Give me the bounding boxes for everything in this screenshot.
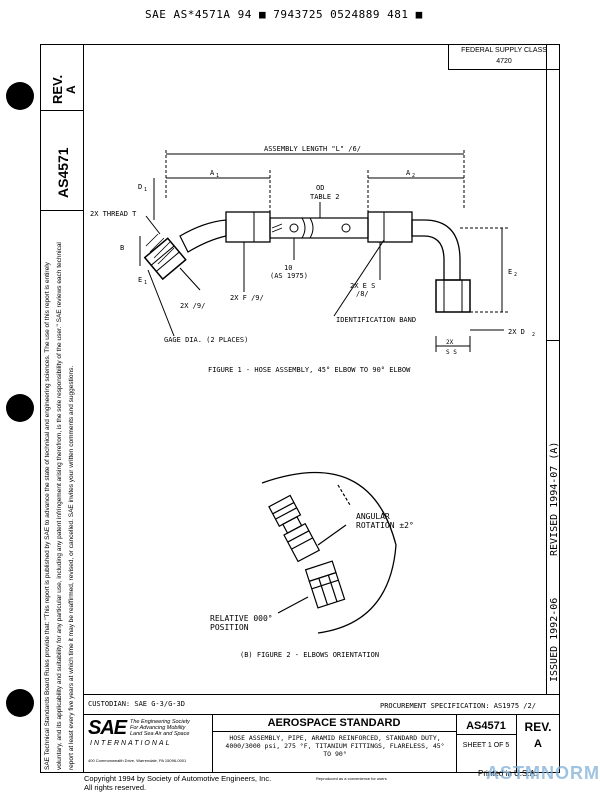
punch-hole-middle bbox=[6, 394, 34, 422]
fig1-a2-label: A bbox=[406, 169, 411, 177]
fig1-e2-sub: 2 bbox=[514, 272, 517, 278]
fig1-e2-label: E bbox=[508, 268, 512, 276]
fig2-lower-nut bbox=[308, 571, 346, 609]
punch-hole-top bbox=[6, 82, 34, 110]
figure2-caption: (B) FIGURE 2 - ELBOWS ORIENTATION bbox=[240, 651, 380, 659]
standard-title: AEROSPACE STANDARD bbox=[267, 717, 401, 729]
left-strip-doc-number: AS4571 bbox=[55, 147, 71, 198]
fig1-s-dim2: S S bbox=[446, 349, 457, 356]
fig1-a1-sub: 1 bbox=[216, 173, 219, 179]
punch-hole-bottom bbox=[6, 689, 34, 717]
title-block-row-divider bbox=[83, 714, 560, 715]
fig1-e1-label: E bbox=[138, 276, 142, 284]
fig1-marker9: 2X /9/ bbox=[180, 302, 205, 310]
title-block-col-2 bbox=[456, 714, 457, 772]
sae-tagline-2: For Advancing Mobility bbox=[130, 725, 186, 731]
fig1-right-socket bbox=[367, 211, 413, 243]
fig1-hose-mark-2 bbox=[341, 223, 351, 233]
revised-date: REVISED 1994-07 (A) bbox=[549, 441, 560, 556]
copyright-line-1: Copyright 1994 by Society of Automotive … bbox=[84, 774, 272, 783]
fig1-e6-note: /8/ bbox=[356, 290, 369, 298]
standard-description: HOSE ASSEMBLY, PIPE, ARAMID REINFORCED, … bbox=[225, 734, 445, 758]
title-rev-value: A bbox=[534, 738, 542, 750]
title-block-top bbox=[83, 694, 560, 695]
figure2-drawing: ANGULAR ROTATION ±2° RELATIVE 000° POSIT… bbox=[210, 471, 414, 634]
title-block-col-3 bbox=[516, 714, 517, 772]
fig1-od-label: OD bbox=[316, 184, 324, 192]
fig1-d2-label: 2X D bbox=[508, 328, 525, 336]
fig2-lower-collar bbox=[304, 560, 337, 582]
fig1-ref10-spec: (AS 1975) bbox=[270, 272, 308, 280]
federal-supply-value: 4720 bbox=[496, 58, 512, 65]
fig1-e1-sub: 1 bbox=[144, 280, 147, 286]
header-code-line: SAE AS*4571A 94 ■ 7943725 0524889 481 ■ bbox=[145, 8, 423, 21]
figure1-drawing: ASSEMBLY LENGTH "L" /6/ A 1 A 2 D 1 OD T… bbox=[90, 145, 535, 356]
frame-right-border bbox=[559, 44, 560, 772]
fig1-left-nut bbox=[143, 237, 187, 281]
title-doc-number: AS4571 bbox=[466, 720, 506, 732]
fig1-right-nut bbox=[435, 279, 471, 313]
fig1-s-dim: 2X bbox=[446, 339, 454, 346]
sae-tagline-1: The Engineering Society bbox=[130, 719, 190, 725]
title-block-title-divider bbox=[212, 731, 456, 732]
fig1-d2-sub: 2 bbox=[532, 332, 535, 338]
frame-inner-left-border bbox=[83, 44, 84, 772]
federal-supply-label: FEDERAL SUPPLY CLASS bbox=[461, 47, 547, 54]
custodian-text: CUSTODIAN: SAE G-3/G-3D bbox=[88, 700, 185, 708]
fig2-upper-socket bbox=[283, 522, 321, 563]
left-strip-divider-2 bbox=[40, 210, 83, 211]
fig1-left-socket bbox=[225, 211, 271, 243]
fig1-hose bbox=[269, 217, 369, 239]
left-strip-rev-label: REV. bbox=[50, 74, 65, 104]
sae-logo: SAE bbox=[88, 717, 127, 739]
fig1-d1-label: D bbox=[138, 183, 142, 191]
frame-right-inner-border bbox=[546, 44, 547, 694]
fig2-relative-label: RELATIVE 000° bbox=[210, 614, 273, 623]
fig1-left-elbow-tube bbox=[179, 219, 227, 253]
frame-left-border bbox=[40, 44, 41, 772]
sae-tagline-3: Land Sea Air and Space bbox=[130, 731, 190, 737]
copyright-line-2: All rights reserved. bbox=[84, 783, 147, 792]
fig1-d1-sub: 1 bbox=[144, 187, 147, 193]
issued-date: ISSUED 1992-06 bbox=[549, 597, 560, 682]
fig1-thread-label: 2X THREAD T bbox=[90, 210, 137, 218]
fig1-a1-label: A bbox=[210, 169, 215, 177]
title-block-sheet-divider bbox=[456, 734, 516, 735]
fig1-ident-label: IDENTIFICATION BAND bbox=[336, 316, 416, 324]
fig2-position-label: POSITION bbox=[210, 623, 249, 632]
fig2-rotation-arc bbox=[261, 471, 397, 634]
left-strip-rev-value: A bbox=[64, 85, 78, 94]
fig1-hose-mark-1 bbox=[289, 223, 299, 233]
fig1-ref10-label: 10 bbox=[284, 264, 292, 272]
title-sheet: SHEET 1 OF 5 bbox=[462, 742, 510, 749]
fig1-od-table: TABLE 2 bbox=[310, 193, 340, 201]
fig2-rotation-label: ROTATION ±2° bbox=[356, 521, 414, 530]
sae-tagline: The Engineering Society For Advancing Mo… bbox=[130, 719, 190, 737]
printed-in: Printed in U.S.A. bbox=[478, 769, 538, 778]
fig1-e6-label: 2X E S bbox=[350, 282, 375, 290]
fig1-assembly-length-label: ASSEMBLY LENGTH "L" /6/ bbox=[264, 145, 361, 153]
procurement-text: PROCUREMENT SPECIFICATION: AS1975 /2/ bbox=[380, 702, 536, 710]
federal-supply-box: FEDERAL SUPPLY CLASS 4720 bbox=[448, 44, 560, 70]
watermark: ASTMNORM bbox=[486, 763, 600, 783]
fig1-b-label: B bbox=[120, 244, 124, 252]
fig1-f9-label: 2X F /9/ bbox=[230, 294, 264, 302]
fig1-right-elbow-tube bbox=[411, 219, 461, 281]
fig2-angular-label: ANGULAR bbox=[356, 512, 390, 521]
sae-international: INTERNATIONAL bbox=[90, 740, 172, 747]
fig1-a2-sub: 2 bbox=[412, 173, 415, 179]
frame-bottom-border bbox=[40, 772, 560, 773]
sae-address: 400 Commonwealth Drive, Warrendale, PA 1… bbox=[88, 758, 187, 763]
left-notice-text: SAE Technical Standards Board Rules prov… bbox=[44, 242, 75, 770]
fig1-gage-label: GAGE DIA. (2 PLACES) bbox=[164, 336, 248, 344]
title-block-col-1 bbox=[212, 714, 213, 772]
right-strip-divider bbox=[546, 340, 560, 341]
figure1-caption: FIGURE 1 - HOSE ASSEMBLY, 45° ELBOW TO 9… bbox=[208, 366, 411, 374]
title-rev-label: REV. bbox=[524, 720, 552, 734]
left-strip-divider-1 bbox=[40, 110, 83, 111]
frame-top-border bbox=[40, 44, 560, 45]
small-code: Reproduced as a convenience for users bbox=[316, 776, 387, 781]
fig2-upper-nut bbox=[268, 494, 302, 527]
